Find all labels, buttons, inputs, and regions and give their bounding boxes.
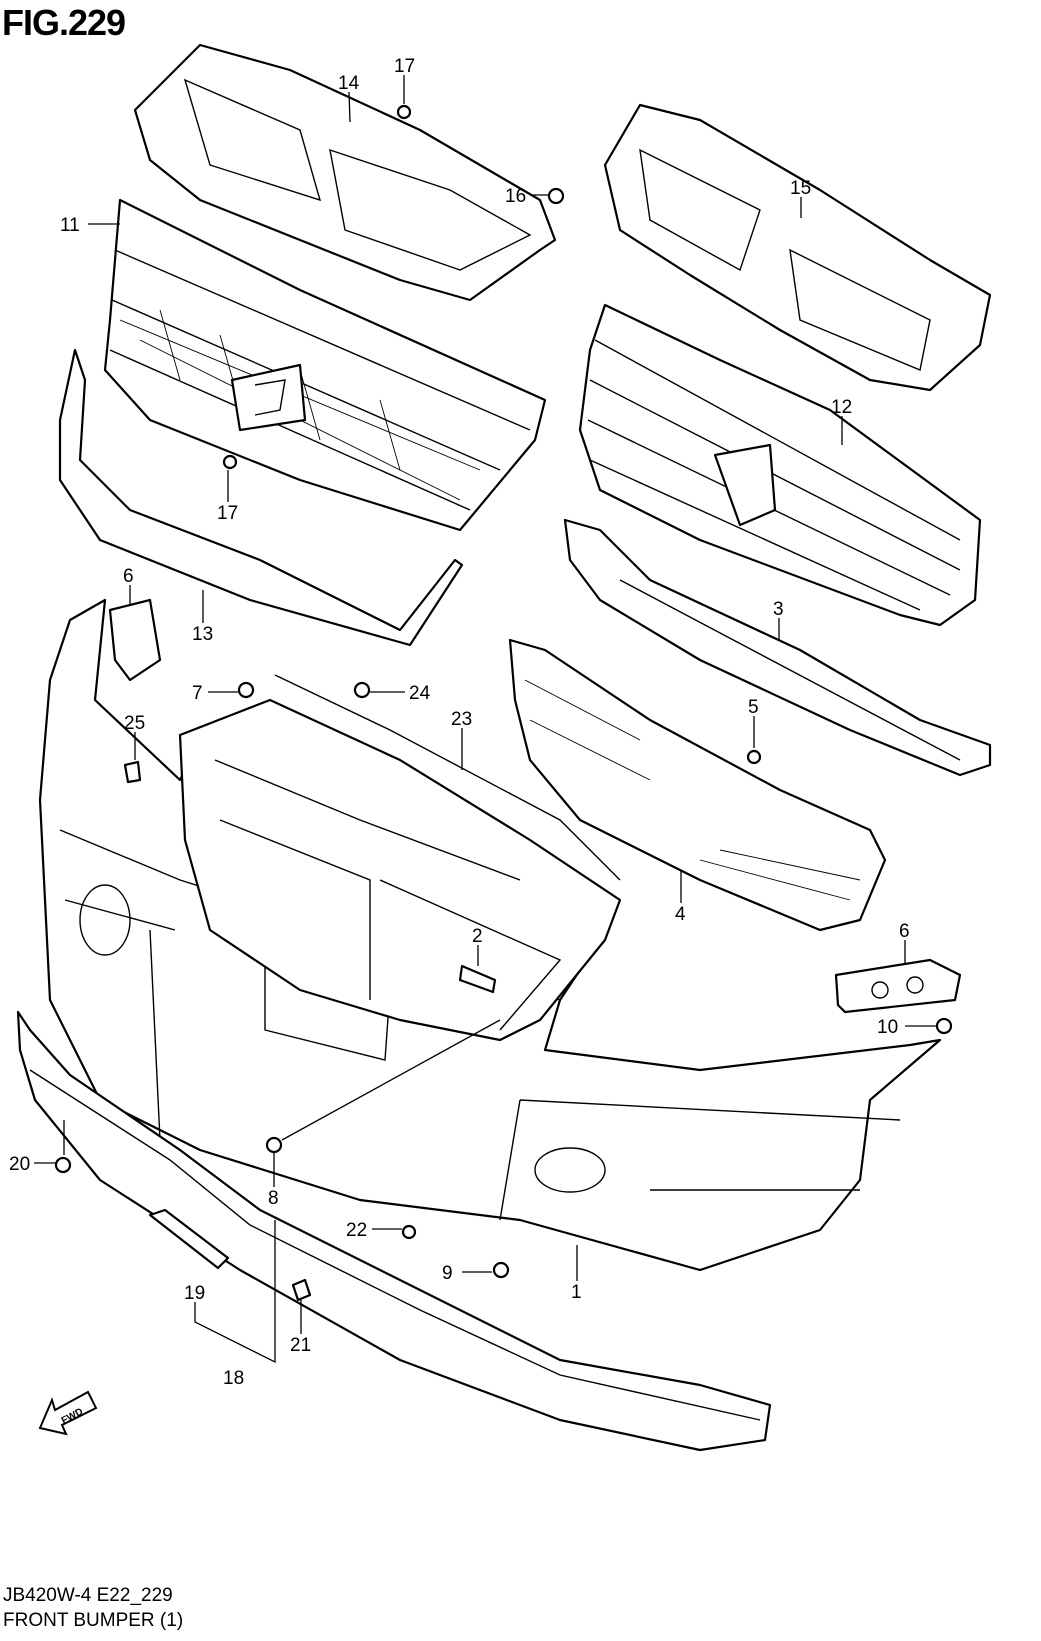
callout-19: 19 <box>184 1283 205 1304</box>
figure-title: FIG.229 <box>2 2 126 43</box>
callout-16: 16 <box>505 186 526 207</box>
callout-14: 14 <box>338 73 360 94</box>
diagram-code: JB420W-4 E22_229 <box>3 1585 173 1606</box>
callout-8: 8 <box>268 1188 279 1209</box>
part-12-grille[interactable] <box>578 303 982 627</box>
callout-17b: 17 <box>217 503 238 524</box>
callout-6b: 6 <box>899 921 910 942</box>
part-2-plate[interactable] <box>458 964 497 994</box>
callout-17: 17 <box>394 56 415 77</box>
part-3-absorber[interactable] <box>563 518 992 777</box>
callout-labels: 14 17 16 15 11 12 17 6 13 3 7 24 25 23 5… <box>9 56 910 1389</box>
callout-9: 9 <box>442 1263 453 1284</box>
callout-18: 18 <box>223 1368 244 1389</box>
part-25-clip[interactable] <box>123 760 142 784</box>
leader-lines <box>34 75 936 1364</box>
diagram-caption: FRONT BUMPER (1) <box>3 1610 184 1631</box>
part-13-garnish[interactable] <box>58 348 464 647</box>
callout-3: 3 <box>773 599 784 620</box>
callout-13: 13 <box>192 624 213 645</box>
part-21-nut[interactable] <box>291 1278 312 1302</box>
part-15-upper-member[interactable] <box>603 103 992 392</box>
callout-4: 4 <box>675 904 686 925</box>
fasteners <box>54 104 953 1279</box>
callout-7: 7 <box>192 683 203 704</box>
callout-20: 20 <box>9 1154 30 1175</box>
callout-2: 2 <box>472 926 483 947</box>
callout-24: 24 <box>409 683 431 704</box>
part-19-cover[interactable] <box>148 1208 230 1270</box>
part-23-member[interactable] <box>178 674 622 1042</box>
part-6-bracket-right[interactable] <box>834 958 962 1014</box>
callout-15: 15 <box>790 178 811 199</box>
part-6-bracket-left[interactable] <box>108 598 162 682</box>
part-18-lower-cover[interactable] <box>16 1010 772 1452</box>
callout-21: 21 <box>290 1335 311 1356</box>
callout-25: 25 <box>124 713 145 734</box>
part-4-lower-grille[interactable] <box>508 638 887 932</box>
fwd-arrow-icon: FWD <box>38 1390 98 1436</box>
callout-11: 11 <box>60 215 80 236</box>
callout-5: 5 <box>748 697 759 718</box>
part-14-upper-member[interactable] <box>133 43 557 302</box>
footer: JB420W-4 E22_229 FRONT BUMPER (1) <box>3 1583 183 1633</box>
callout-1: 1 <box>571 1282 582 1303</box>
callout-6: 6 <box>123 566 134 587</box>
callout-23: 23 <box>451 709 472 730</box>
callout-22: 22 <box>346 1220 367 1241</box>
callout-12: 12 <box>831 397 852 418</box>
callout-10: 10 <box>877 1017 898 1038</box>
part-11-grille[interactable] <box>103 198 547 532</box>
